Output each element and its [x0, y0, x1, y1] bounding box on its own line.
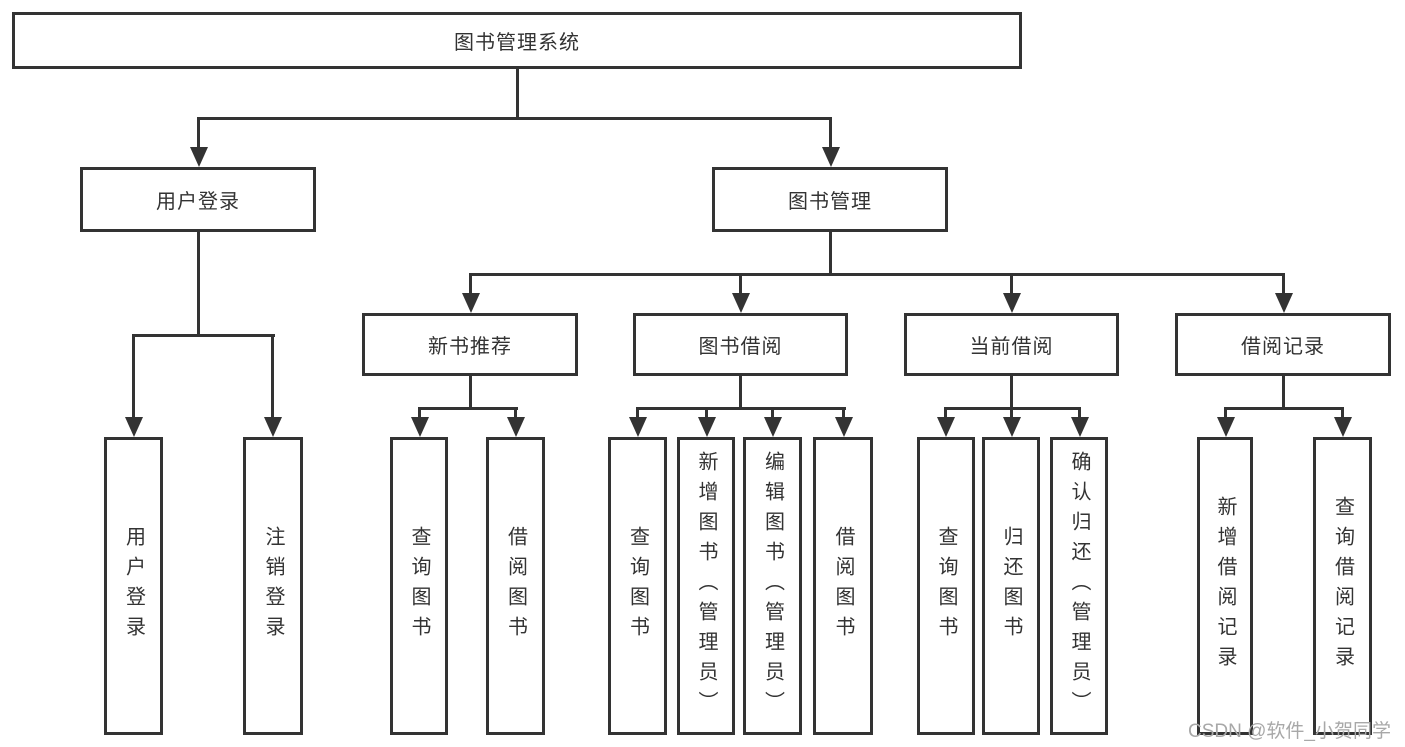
leaf-user-login-label: 用户登录	[122, 526, 145, 646]
connector-drop-user-login	[189, 117, 208, 167]
connector-drop-current-borrowing	[1002, 273, 1021, 313]
connector-recommend-stem	[469, 376, 472, 409]
node-new-book-recommend-label: 新书推荐	[428, 336, 512, 358]
connector-drop-records-query	[1333, 407, 1352, 437]
connector-root-stem	[516, 69, 519, 119]
leaf-current-return-books-label: 归还图书	[1000, 526, 1022, 646]
leaf-recommend-borrow-books-label: 借阅图书	[504, 526, 527, 646]
node-borrowing-records-label: 借阅记录	[1241, 336, 1325, 358]
arrow-down-icon	[697, 417, 716, 437]
node-book-borrowing-label: 图书借阅	[698, 336, 783, 358]
leaf-current-query-books: 查询图书	[917, 437, 975, 735]
node-book-management: 图书管理	[712, 167, 948, 232]
node-new-book-recommend: 新书推荐	[362, 313, 578, 376]
connector-drop-borrowing-add	[697, 407, 716, 437]
leaf-records-query-record-label: 查询借阅记录	[1331, 496, 1354, 676]
node-book-management-label: 图书管理	[788, 191, 872, 213]
leaf-borrowing-add-books-admin: 新增图书（管理员）	[677, 437, 735, 735]
node-user-login: 用户登录	[80, 167, 316, 232]
connector-drop-current-return	[1002, 407, 1021, 437]
arrow-down-icon	[834, 417, 853, 437]
arrow-down-icon	[1274, 293, 1293, 313]
connector-drop-borrowing-edit	[763, 407, 782, 437]
connector-drop-new-book-recommend	[461, 273, 480, 313]
leaf-borrowing-query-books: 查询图书	[608, 437, 667, 735]
connector-book-management-stem	[829, 232, 832, 276]
connector-borrowing-branch	[636, 407, 846, 410]
arrow-down-icon	[1333, 417, 1352, 437]
leaf-current-return-books: 归还图书	[982, 437, 1040, 735]
arrow-down-icon	[763, 417, 782, 437]
arrow-down-icon	[821, 147, 840, 167]
connector-drop-borrowing-query	[628, 407, 647, 437]
connector-drop-recommend-borrow	[506, 407, 525, 437]
connector-user-login-stem	[197, 232, 200, 336]
node-borrowing-records: 借阅记录	[1175, 313, 1391, 376]
leaf-borrowing-add-books-admin-label: 新增图书（管理员）	[695, 451, 717, 721]
leaf-current-confirm-return-admin: 确认归还（管理员）	[1050, 437, 1108, 735]
leaf-logout-label: 注销登录	[262, 526, 284, 646]
connector-drop-current-confirm	[1070, 407, 1089, 437]
arrow-down-icon	[1070, 417, 1089, 437]
arrow-down-icon	[1002, 293, 1021, 313]
connector-book-management-branch	[469, 273, 1285, 276]
node-book-borrowing: 图书借阅	[633, 313, 848, 376]
connector-recommend-branch	[418, 407, 518, 410]
node-current-borrowing-label: 当前借阅	[969, 336, 1054, 358]
arrow-down-icon	[506, 417, 525, 437]
arrow-down-icon	[1216, 417, 1235, 437]
connector-drop-leaf-logout	[263, 334, 282, 437]
leaf-user-login: 用户登录	[104, 437, 163, 735]
node-root: 图书管理系统	[12, 12, 1022, 69]
connector-drop-borrowing-records	[1274, 273, 1293, 313]
connector-drop-records-add	[1216, 407, 1235, 437]
connector-drop-current-query	[936, 407, 955, 437]
watermark: CSDN @软件_小贺同学	[1188, 721, 1391, 742]
connector-drop-borrowing-borrow	[834, 407, 853, 437]
arrow-down-icon	[628, 417, 647, 437]
arrow-down-icon	[410, 417, 429, 437]
node-current-borrowing: 当前借阅	[904, 313, 1119, 376]
leaf-borrowing-query-books-label: 查询图书	[626, 526, 649, 646]
arrow-down-icon	[936, 417, 955, 437]
arrow-down-icon	[461, 293, 480, 313]
leaf-records-query-record: 查询借阅记录	[1313, 437, 1372, 735]
leaf-logout: 注销登录	[243, 437, 303, 735]
leaf-current-confirm-return-admin-label: 确认归还（管理员）	[1068, 451, 1090, 721]
connector-root-branch	[197, 117, 832, 120]
arrow-down-icon	[1002, 417, 1021, 437]
connector-user-login-branch	[132, 334, 275, 337]
connector-drop-recommend-query	[410, 407, 429, 437]
node-root-label: 图书管理系统	[454, 32, 580, 54]
leaf-borrowing-edit-books-admin-label: 编辑图书（管理员）	[761, 451, 784, 721]
connector-drop-book-management	[821, 117, 840, 167]
connector-records-stem	[1282, 376, 1285, 409]
connector-records-branch	[1224, 407, 1344, 410]
leaf-borrowing-edit-books-admin: 编辑图书（管理员）	[743, 437, 802, 735]
leaf-recommend-query-books: 查询图书	[390, 437, 448, 735]
leaf-recommend-query-books-label: 查询图书	[408, 526, 430, 646]
arrow-down-icon	[731, 293, 750, 313]
leaf-borrowing-borrow-books: 借阅图书	[813, 437, 873, 735]
arrow-down-icon	[124, 417, 143, 437]
leaf-borrowing-borrow-books-label: 借阅图书	[832, 526, 854, 646]
connector-drop-book-borrowing	[731, 273, 750, 313]
arrow-down-icon	[263, 417, 282, 437]
leaf-current-query-books-label: 查询图书	[935, 526, 957, 646]
leaf-records-add-record-label: 新增借阅记录	[1214, 496, 1236, 676]
connector-drop-leaf-user-login	[124, 334, 143, 437]
leaf-records-add-record: 新增借阅记录	[1197, 437, 1253, 735]
node-user-login-label: 用户登录	[156, 191, 240, 213]
arrow-down-icon	[189, 147, 208, 167]
connector-borrowing-stem	[739, 376, 742, 409]
connector-current-stem	[1010, 376, 1013, 409]
leaf-recommend-borrow-books: 借阅图书	[486, 437, 545, 735]
